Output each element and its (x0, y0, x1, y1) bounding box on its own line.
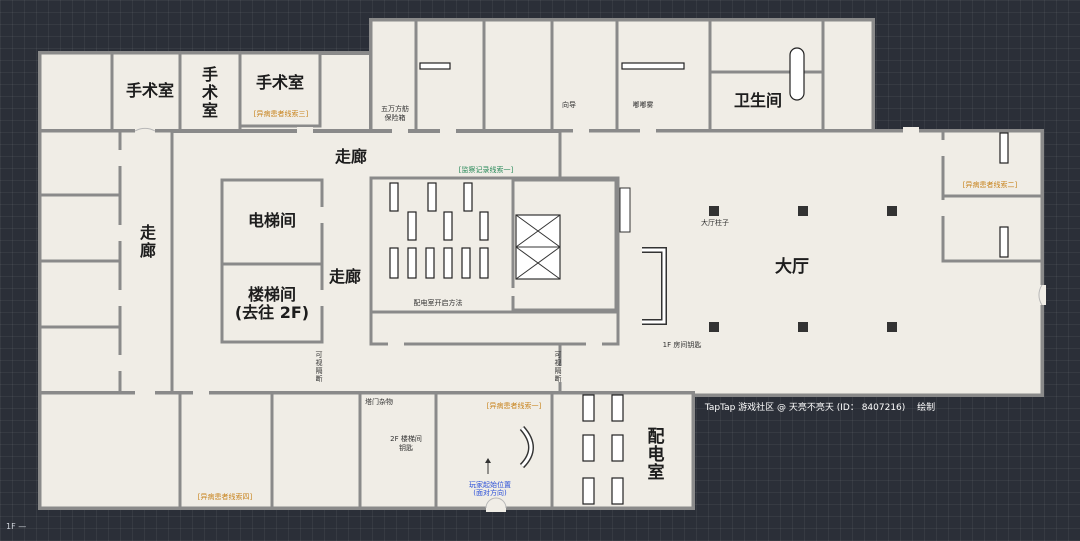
guide-room (550, 18, 619, 134)
noise-room (615, 18, 712, 134)
start-label-2: (面对方向) (473, 488, 507, 497)
see-partition-b-1: 可 (555, 351, 562, 359)
hall-pillar-label: 大厅柱子 (701, 218, 729, 227)
start-label-1: 玩家起始位置 (469, 480, 511, 489)
see-partition-a-4: 断 (316, 374, 323, 383)
top-room-3 (482, 18, 554, 134)
power-room-label-2: 电 (648, 444, 665, 465)
clue4-label: [异病患者线索四] (198, 492, 253, 501)
power-room-label-1: 配 (648, 427, 665, 447)
stairs-label-2: (去往 2F) (235, 303, 309, 322)
see-partition-a-2: 视 (316, 358, 323, 367)
hall-pillars (709, 206, 897, 332)
bottom-room-1 (38, 391, 182, 510)
tower-door-label: 塔门杂物 (365, 397, 393, 406)
map-credit: TapTap 游戏社区 @ 天亮不亮天 (ID： 8407216) 绘制 (704, 401, 935, 413)
key-1f-label: 1F 房间钥匙 (663, 340, 702, 349)
bed (419, 62, 451, 70)
clue4-room (178, 391, 274, 510)
corridor-left-label-2: 廊 (140, 241, 156, 260)
bottom-room-3 (270, 391, 362, 510)
see-partition-a-3: 隔 (316, 366, 323, 375)
stairs-room (220, 262, 324, 344)
see-partition-b-4: 断 (555, 374, 562, 383)
room-top-left (38, 51, 114, 133)
bed (999, 226, 1009, 258)
key-2f-label-1: 2F 楼梯间 (390, 434, 422, 443)
elevator-shaft (515, 214, 561, 280)
bed (621, 62, 685, 70)
surgery-room-2-label-1: 手 (202, 65, 218, 84)
guide-label: 向导 (562, 100, 576, 109)
clue2-room (941, 129, 1044, 198)
floor-indicator: 1F — (6, 522, 26, 531)
bed (999, 132, 1009, 164)
bathtub (789, 47, 805, 101)
restroom-label: 卫生间 (734, 91, 782, 110)
left-room-2 (38, 193, 122, 263)
see-partition-b-2: 视 (555, 358, 562, 367)
tower-room (358, 391, 438, 510)
surgery-room-2-label-2: 术 (201, 83, 218, 102)
left-room-4 (38, 325, 122, 397)
top-room-6 (708, 18, 825, 74)
noise-label: 嘟嘟雾 (633, 100, 654, 109)
clue3-label: [异病患者线索三] (254, 109, 309, 118)
power-room-cabinets (582, 394, 624, 505)
see-partition-a-1: 可 (316, 351, 323, 359)
elevator-label: 电梯间 (248, 211, 296, 230)
beds-group (389, 182, 489, 279)
corridor-right-label: 走廊 (328, 267, 361, 286)
corridor-left-label-1: 走 (139, 223, 156, 242)
start-room (434, 391, 554, 510)
left-room-3 (38, 259, 122, 329)
control-corridor (369, 310, 620, 346)
stairs-label-1: 楼梯间 (248, 285, 296, 304)
surgery-room-2-label-3: 室 (202, 101, 218, 120)
surgery-room-3 (238, 51, 322, 128)
top-room-7 (821, 18, 875, 134)
hall-label: 大厅 (775, 256, 809, 277)
see-partition-b-3: 隔 (555, 366, 562, 375)
key-2f-label-2: 钥匙 (399, 443, 413, 452)
clue2-label: [异病患者线索二] (963, 180, 1018, 189)
top-room-2 (414, 18, 486, 134)
monitor-clue-label: [监察记录线索一] (459, 165, 514, 174)
hall-side-room (941, 194, 1044, 263)
power-method-label: 配电室开启方法 (414, 298, 463, 307)
corridor-top-label: 走廊 (334, 147, 367, 166)
power-room-label-3: 室 (648, 462, 665, 483)
surgery-room-3-label: 手术室 (256, 73, 304, 92)
shelf (619, 187, 631, 233)
left-corridor (118, 129, 174, 397)
left-room-1 (38, 129, 122, 197)
surgery-room-1-label: 手术室 (126, 81, 174, 100)
safe-label-1: 五万方舫 (381, 104, 409, 113)
clue1-label: [异病患者线索一] (487, 401, 542, 410)
safe-label-2: 保险箱 (385, 113, 406, 122)
